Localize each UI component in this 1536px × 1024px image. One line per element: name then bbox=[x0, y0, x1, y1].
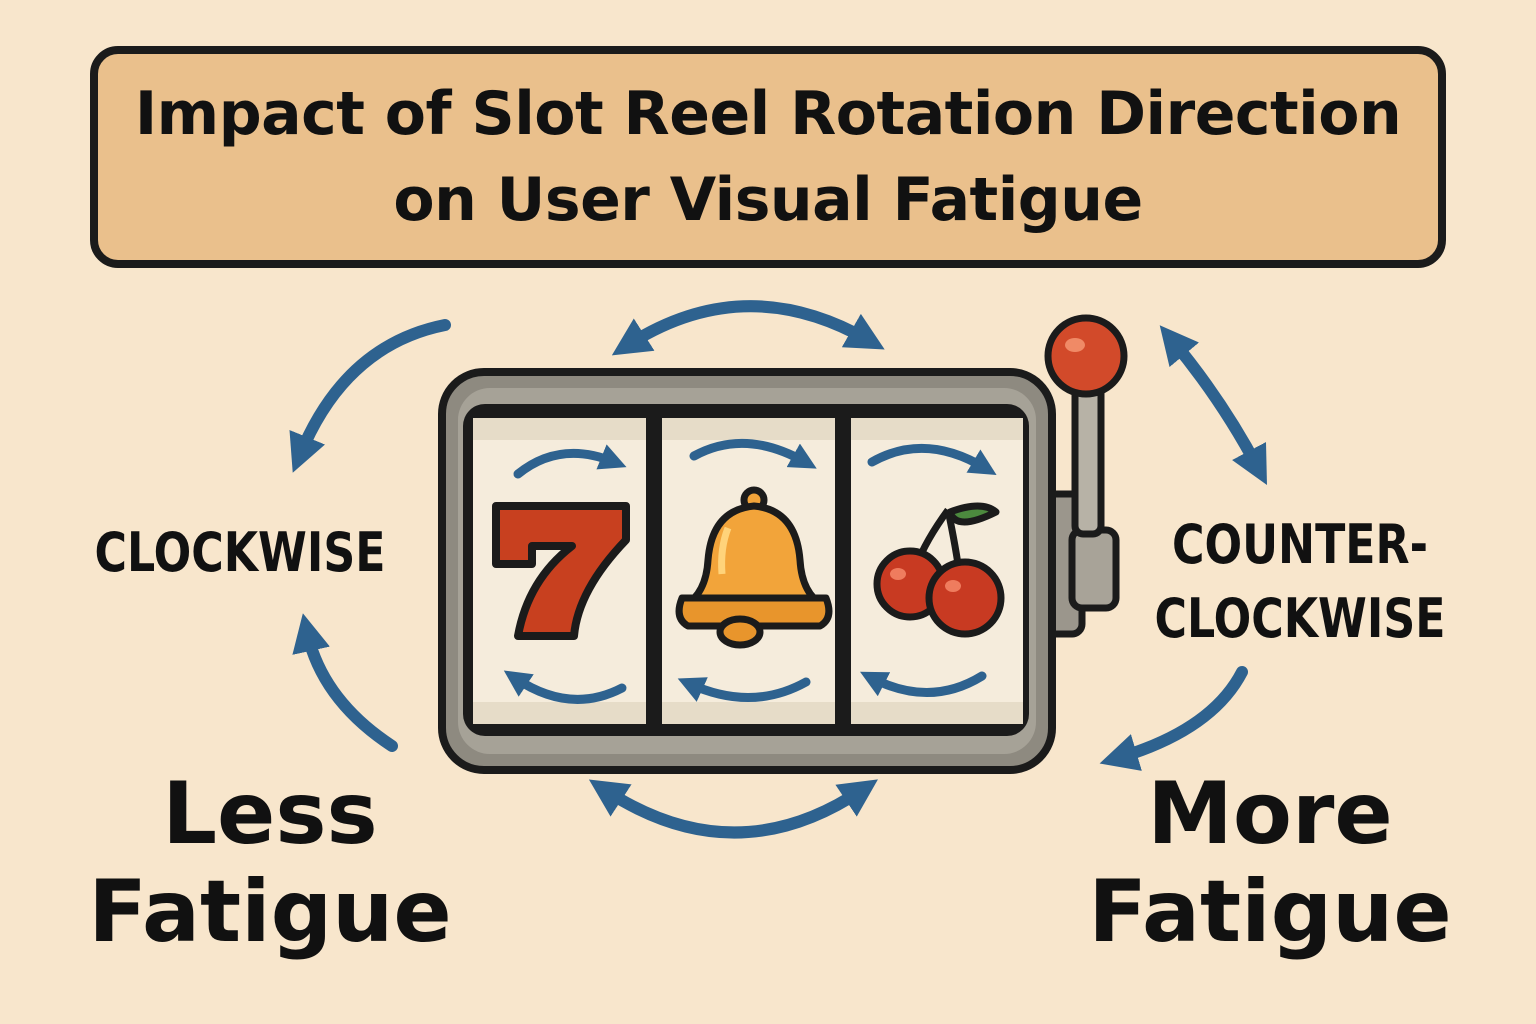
title-line-2: on User Visual Fatigue bbox=[393, 165, 1143, 235]
arrow-bottom-left-curve-icon bbox=[292, 613, 398, 752]
arrow-top-right-double-icon bbox=[1159, 325, 1267, 485]
reel2-top-arrow-icon bbox=[689, 438, 817, 469]
more-fatigue-line2: Fatigue bbox=[1088, 862, 1452, 962]
arrow-top-left-curve-icon bbox=[289, 319, 451, 473]
counter-clockwise-label-line1: COUNTER- bbox=[1171, 513, 1429, 576]
bell-symbol-icon bbox=[675, 486, 833, 649]
seven-symbol-icon bbox=[492, 502, 630, 640]
counter-clockwise-label-line2: CLOCKWISE bbox=[1154, 587, 1446, 650]
arrow-top-double-icon bbox=[611, 300, 885, 356]
more-fatigue-line1: More bbox=[1147, 764, 1393, 864]
less-fatigue-line2: Fatigue bbox=[88, 862, 452, 962]
arrow-bottom-right-curve-icon bbox=[1099, 666, 1248, 771]
lever[interactable] bbox=[1042, 314, 1128, 638]
lever-knob-icon bbox=[1044, 314, 1128, 398]
less-fatigue-line1: Less bbox=[162, 764, 378, 864]
title-line-1: Impact of Slot Reel Rotation Direction bbox=[134, 79, 1402, 149]
reel-arrows bbox=[503, 438, 997, 704]
clockwise-label: CLOCKWISE bbox=[94, 521, 386, 584]
arrow-bottom-double-icon bbox=[588, 779, 878, 839]
cherry-symbol-icon bbox=[873, 502, 1005, 638]
reel3-bottom-arrow-icon bbox=[860, 671, 987, 697]
title-banner: Impact of Slot Reel Rotation Direction o… bbox=[90, 46, 1446, 268]
reel1-top-arrow-icon bbox=[513, 444, 627, 479]
reel3-top-arrow-icon bbox=[867, 443, 997, 475]
reel2-bottom-arrow-icon bbox=[677, 677, 811, 702]
reel1-bottom-arrow-icon bbox=[503, 670, 627, 704]
